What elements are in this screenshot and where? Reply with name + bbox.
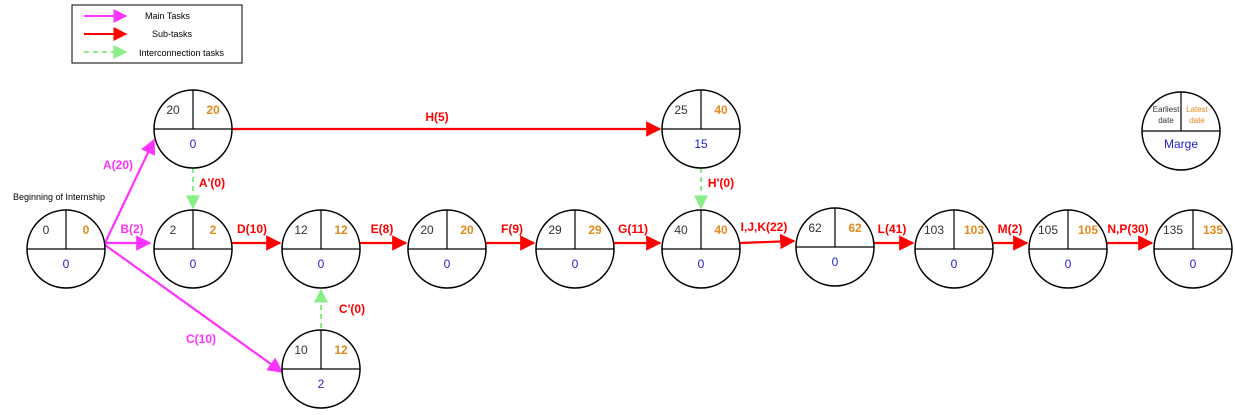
- node-latest-date: 135: [1203, 223, 1223, 237]
- node-nF: 29 29 0: [535, 209, 615, 289]
- edge-nG-nIJK: [739, 233, 796, 250]
- node-latest-date: 62: [848, 221, 862, 235]
- edge-label-nA-nB: A'(0): [199, 176, 225, 190]
- legend-inter-label: Interconnection tasks: [139, 48, 225, 58]
- node-latest-date: 29: [588, 223, 602, 237]
- edge-label-nIJK-nL: L(41): [878, 222, 907, 236]
- node-earliest-date: 135: [1163, 223, 1183, 237]
- node-nA: 20 20 0: [153, 89, 233, 169]
- node-marge: 0: [190, 257, 197, 271]
- node-latest-date: 105: [1078, 223, 1098, 237]
- edge-label-nM-nNP: N,P(30): [1107, 222, 1148, 236]
- legend: Main Tasks Sub-tasks Interconnection tas…: [71, 4, 243, 64]
- node-marge: 0: [698, 257, 705, 271]
- key-marge: Marge: [1164, 137, 1198, 151]
- node-latest-date: 0: [83, 223, 90, 237]
- edge-n0-nA: [104, 138, 155, 244]
- node-earliest-date: 20: [420, 223, 434, 237]
- edge-label-nL-nM: M(2): [998, 222, 1023, 236]
- node-marge: 0: [572, 257, 579, 271]
- node-marge: 0: [190, 137, 197, 151]
- node-n0: 0 0 0: [26, 209, 106, 289]
- edge-label-n0-nB: B(2): [120, 222, 143, 236]
- legend-main-label: Main Tasks: [145, 11, 190, 21]
- node-latest-date: 40: [714, 223, 728, 237]
- key-node: Earliest date Latest date Marge: [1141, 91, 1221, 171]
- node-earliest-date: 40: [674, 223, 688, 237]
- key-late-line1: Latest: [1186, 105, 1209, 114]
- node-nIJK: 62 62 0: [795, 207, 875, 287]
- node-earliest-date: 103: [924, 223, 944, 237]
- node-earliest-date: 0: [43, 223, 50, 237]
- node-earliest-date: 10: [294, 343, 308, 357]
- node-earliest-date: 62: [808, 221, 822, 235]
- node-latest-date: 103: [964, 223, 984, 237]
- node-marge: 0: [318, 257, 325, 271]
- node-marge: 2: [318, 377, 325, 391]
- node-marge: 0: [832, 255, 839, 269]
- node-earliest-date: 105: [1038, 223, 1058, 237]
- node-nM: 105 105 0: [1028, 209, 1108, 289]
- node-earliest-date: 20: [166, 103, 180, 117]
- key-early-line2: date: [1158, 116, 1174, 125]
- node-latest-date: 20: [460, 223, 474, 237]
- edge-label-nF-nG: G(11): [618, 222, 648, 236]
- edge-label-n0-nA: A(20): [103, 158, 133, 172]
- start-label: Beginning of Internship: [13, 192, 105, 202]
- node-marge: 0: [1190, 257, 1197, 271]
- key-early-line1: Earliest: [1153, 105, 1180, 114]
- node-nL: 103 103 0: [914, 209, 994, 289]
- node-earliest-date: 29: [548, 223, 562, 237]
- node-earliest-date: 12: [294, 223, 308, 237]
- node-nC: 10 12 2: [281, 329, 361, 409]
- edge-label-n0-nC: C(10): [186, 332, 216, 346]
- node-latest-date: 20: [206, 103, 220, 117]
- edge-label-nC-nD: C'(0): [339, 302, 365, 316]
- node-marge: 15: [694, 137, 708, 151]
- node-nD: 12 12 0: [281, 209, 361, 289]
- node-earliest-date: 2: [170, 223, 177, 237]
- key-late-line2: date: [1189, 116, 1205, 125]
- edge-n0-nC: [104, 244, 284, 373]
- edge-label-nB-nD: D(10): [237, 222, 267, 236]
- edges: A(20) B(2) C(10) A'(0) H(5) D(10) C'(0) E(8) F(9…: [103, 110, 1154, 373]
- node-nG: 40 40 0: [661, 209, 741, 289]
- node-latest-date: 12: [334, 343, 348, 357]
- node-latest-date: 2: [210, 223, 217, 237]
- node-nH: 25 40 15: [661, 89, 741, 169]
- node-latest-date: 12: [334, 223, 348, 237]
- node-nNP: 135 135 0: [1153, 209, 1233, 289]
- node-marge: 0: [1065, 257, 1072, 271]
- node-nE: 20 20 0: [407, 209, 487, 289]
- edge-label-nE-nF: F(9): [501, 222, 523, 236]
- node-marge: 0: [63, 257, 70, 271]
- node-latest-date: 40: [714, 103, 728, 117]
- edge-label-nD-nE: E(8): [371, 222, 394, 236]
- node-marge: 0: [951, 257, 958, 271]
- legend-sub-label: Sub-tasks: [152, 29, 193, 39]
- node-nB: 2 2 0: [153, 209, 233, 289]
- edge-label-nH-nG: H'(0): [708, 176, 734, 190]
- edge-label-nA-nH: H(5): [425, 110, 448, 124]
- node-earliest-date: 25: [674, 103, 688, 117]
- edge-label-nG-nIJK: I,J,K(22): [741, 220, 788, 234]
- node-marge: 0: [444, 257, 451, 271]
